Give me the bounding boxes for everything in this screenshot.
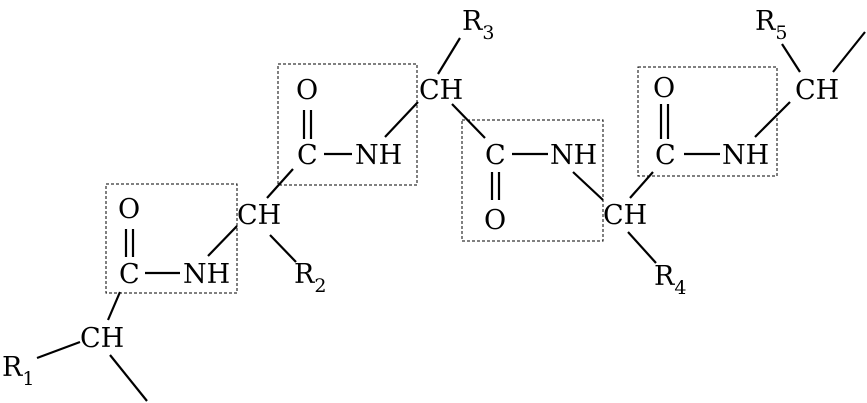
- carbonyl-o-1: O: [118, 194, 140, 225]
- carbonyl-c-1: C: [119, 259, 140, 290]
- ch-alpha-5: CH: [795, 75, 839, 106]
- bond-ch3-c3: [451, 103, 486, 139]
- r4-label: R4: [654, 261, 686, 299]
- peptide-group-box-3: [461, 119, 604, 242]
- bond-ch2-r2: [269, 234, 297, 263]
- ch-alpha-1: CH: [80, 323, 124, 354]
- ch-alpha-3: CH: [419, 75, 463, 106]
- r3-label: R3: [462, 6, 494, 44]
- r2-label: R2: [294, 259, 326, 297]
- ch-alpha-2: CH: [237, 200, 281, 231]
- bond-ch2-c2: [266, 168, 294, 199]
- bond-ch5-r5: [781, 43, 801, 73]
- amide-nh-1: NH: [183, 259, 230, 290]
- r1-label: R1: [2, 352, 34, 390]
- amide-nh-2: NH: [355, 140, 402, 171]
- bond-ch5-tail: [832, 31, 866, 73]
- bond-r1-ch1: [36, 340, 81, 360]
- r5-label: R5: [755, 6, 787, 44]
- carbonyl-o-2: O: [296, 75, 318, 106]
- bond-ch3-r3: [437, 37, 461, 75]
- bond-nh3-ch4: [572, 171, 604, 201]
- bond-ch4-c4: [629, 171, 654, 199]
- carbonyl-o-4: O: [653, 73, 675, 104]
- carbonyl-o-3: O: [484, 205, 506, 236]
- bond-nh1-ch2: [207, 225, 238, 257]
- carbonyl-c-3: C: [485, 140, 506, 171]
- amide-nh-3: NH: [550, 140, 597, 171]
- amide-nh-4: NH: [722, 140, 769, 171]
- carbonyl-c-4: C: [655, 140, 676, 171]
- carbonyl-c-2: C: [297, 140, 318, 171]
- peptide-bond-boxes: [105, 63, 778, 294]
- peptide-group-box-4: [637, 66, 778, 177]
- ch-alpha-4: CH: [603, 200, 647, 231]
- bond-nh4-ch5: [754, 101, 791, 138]
- peptide-group-box-1: [105, 183, 238, 294]
- bond-ch1-tail: [109, 354, 148, 402]
- bond-nh2-ch3: [384, 101, 419, 138]
- bond-ch4-r4: [627, 231, 657, 264]
- bond-ch1-c1: [106, 291, 122, 321]
- atom-labels: R1 R2 R3 R4 R5 CH CH CH CH CH C C C C O …: [2, 6, 839, 390]
- bonds: [36, 31, 866, 402]
